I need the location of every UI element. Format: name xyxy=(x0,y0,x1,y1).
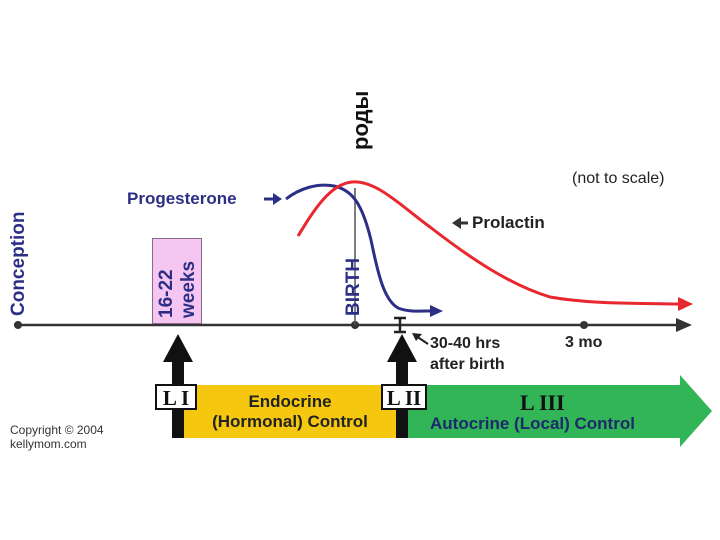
progesterone-label-arrow xyxy=(264,193,282,205)
stage-l1-box: L I xyxy=(155,384,197,410)
hrs-label-line2: after birth xyxy=(430,356,505,373)
conception-dot xyxy=(14,321,22,329)
progesterone-arrowhead xyxy=(430,305,443,317)
endocrine-line1: Endocrine xyxy=(248,392,332,411)
weeks-box xyxy=(152,238,202,324)
prolactin-label: Prolactin xyxy=(472,213,545,232)
weeks-label-line2: weeks xyxy=(178,260,199,318)
hrs-label-line1: 30-40 hrs xyxy=(430,335,501,352)
three-months-label: 3 mo xyxy=(565,334,603,351)
timeline-arrowhead xyxy=(676,318,692,332)
three-months-dot xyxy=(580,321,588,329)
birth-label: BIRTH xyxy=(343,257,364,316)
prolactin-curve xyxy=(296,180,679,306)
endocrine-line2: (Hormonal) Control xyxy=(212,412,368,431)
conception-label: Conception xyxy=(8,211,29,317)
stage-l3-label: L III xyxy=(520,390,565,415)
autocrine-bar xyxy=(408,375,712,447)
hrs-tick xyxy=(394,316,406,334)
progesterone-label: Progesterone xyxy=(127,189,237,208)
copyright-line2: kellymom.com xyxy=(10,437,87,451)
stage-l2-box: L II xyxy=(381,384,427,410)
copyright-line1: Copyright © 2004 xyxy=(10,423,104,437)
hrs-pointer-arrow xyxy=(412,333,429,345)
prolactin-arrowhead xyxy=(678,297,693,311)
not-to-scale-note: (not to scale) xyxy=(572,170,665,187)
prolactin-label-arrow xyxy=(452,217,468,229)
russian-birth-label: роды xyxy=(348,90,373,150)
autocrine-label: Autocrine (Local) Control xyxy=(430,414,635,433)
progesterone-curve xyxy=(285,183,433,313)
weeks-label-line1: 16-22 xyxy=(156,269,177,318)
endocrine-bar xyxy=(184,385,396,438)
